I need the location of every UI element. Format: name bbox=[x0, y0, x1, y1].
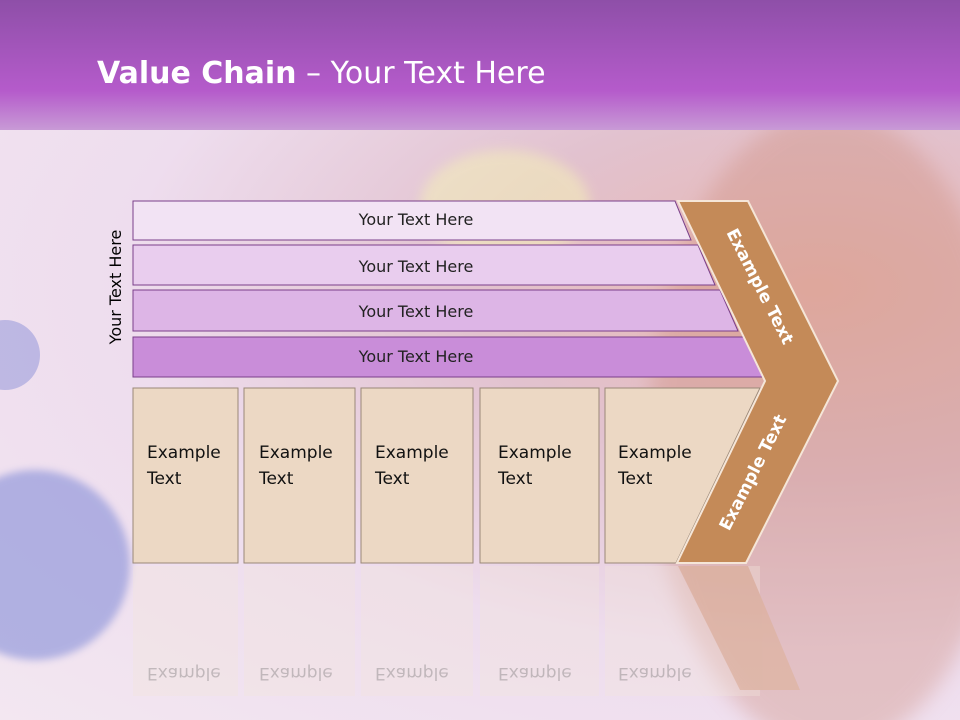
box-1-line-2: Text bbox=[146, 469, 182, 489]
svg-text:Example: Example bbox=[375, 663, 449, 683]
row-1-shape bbox=[132, 200, 692, 241]
box-3 bbox=[360, 387, 474, 564]
svg-text:Example: Example bbox=[618, 663, 692, 683]
box-3-line-2: Text bbox=[374, 469, 410, 489]
box-1 bbox=[132, 387, 239, 564]
box-5-line-1: Example bbox=[618, 443, 692, 463]
page-title: Value Chain – Your Text Here bbox=[97, 56, 546, 91]
reflection bbox=[133, 566, 800, 696]
row-1-label: Your Text Here bbox=[358, 210, 474, 229]
box-3-line-1: Example bbox=[375, 443, 449, 463]
box-4 bbox=[479, 387, 600, 564]
chevron-shape bbox=[675, 200, 840, 564]
row-4-label: Your Text Here bbox=[358, 347, 474, 366]
row-3-shape bbox=[132, 289, 739, 332]
box-1-line-1: Example bbox=[147, 443, 221, 463]
row-2-shape bbox=[132, 244, 716, 286]
box-2-line-1: Example bbox=[259, 443, 333, 463]
svg-text:Example: Example bbox=[259, 663, 333, 683]
box-2 bbox=[243, 387, 356, 564]
box-4-line-2: Text bbox=[497, 469, 533, 489]
header-band bbox=[0, 0, 960, 130]
box-4-line-1: Example bbox=[498, 443, 572, 463]
title-bold: Value Chain bbox=[97, 56, 297, 91]
box-2-line-2: Text bbox=[258, 469, 294, 489]
row-3-label: Your Text Here bbox=[358, 302, 474, 321]
reflection-text: Example Example Example Example Example bbox=[147, 663, 692, 683]
box-5-line-2: Text bbox=[617, 469, 653, 489]
title-rest: – Your Text Here bbox=[296, 56, 546, 91]
svg-text:Example: Example bbox=[147, 663, 221, 683]
svg-text:Example: Example bbox=[498, 663, 572, 683]
row-2-label: Your Text Here bbox=[358, 257, 474, 276]
